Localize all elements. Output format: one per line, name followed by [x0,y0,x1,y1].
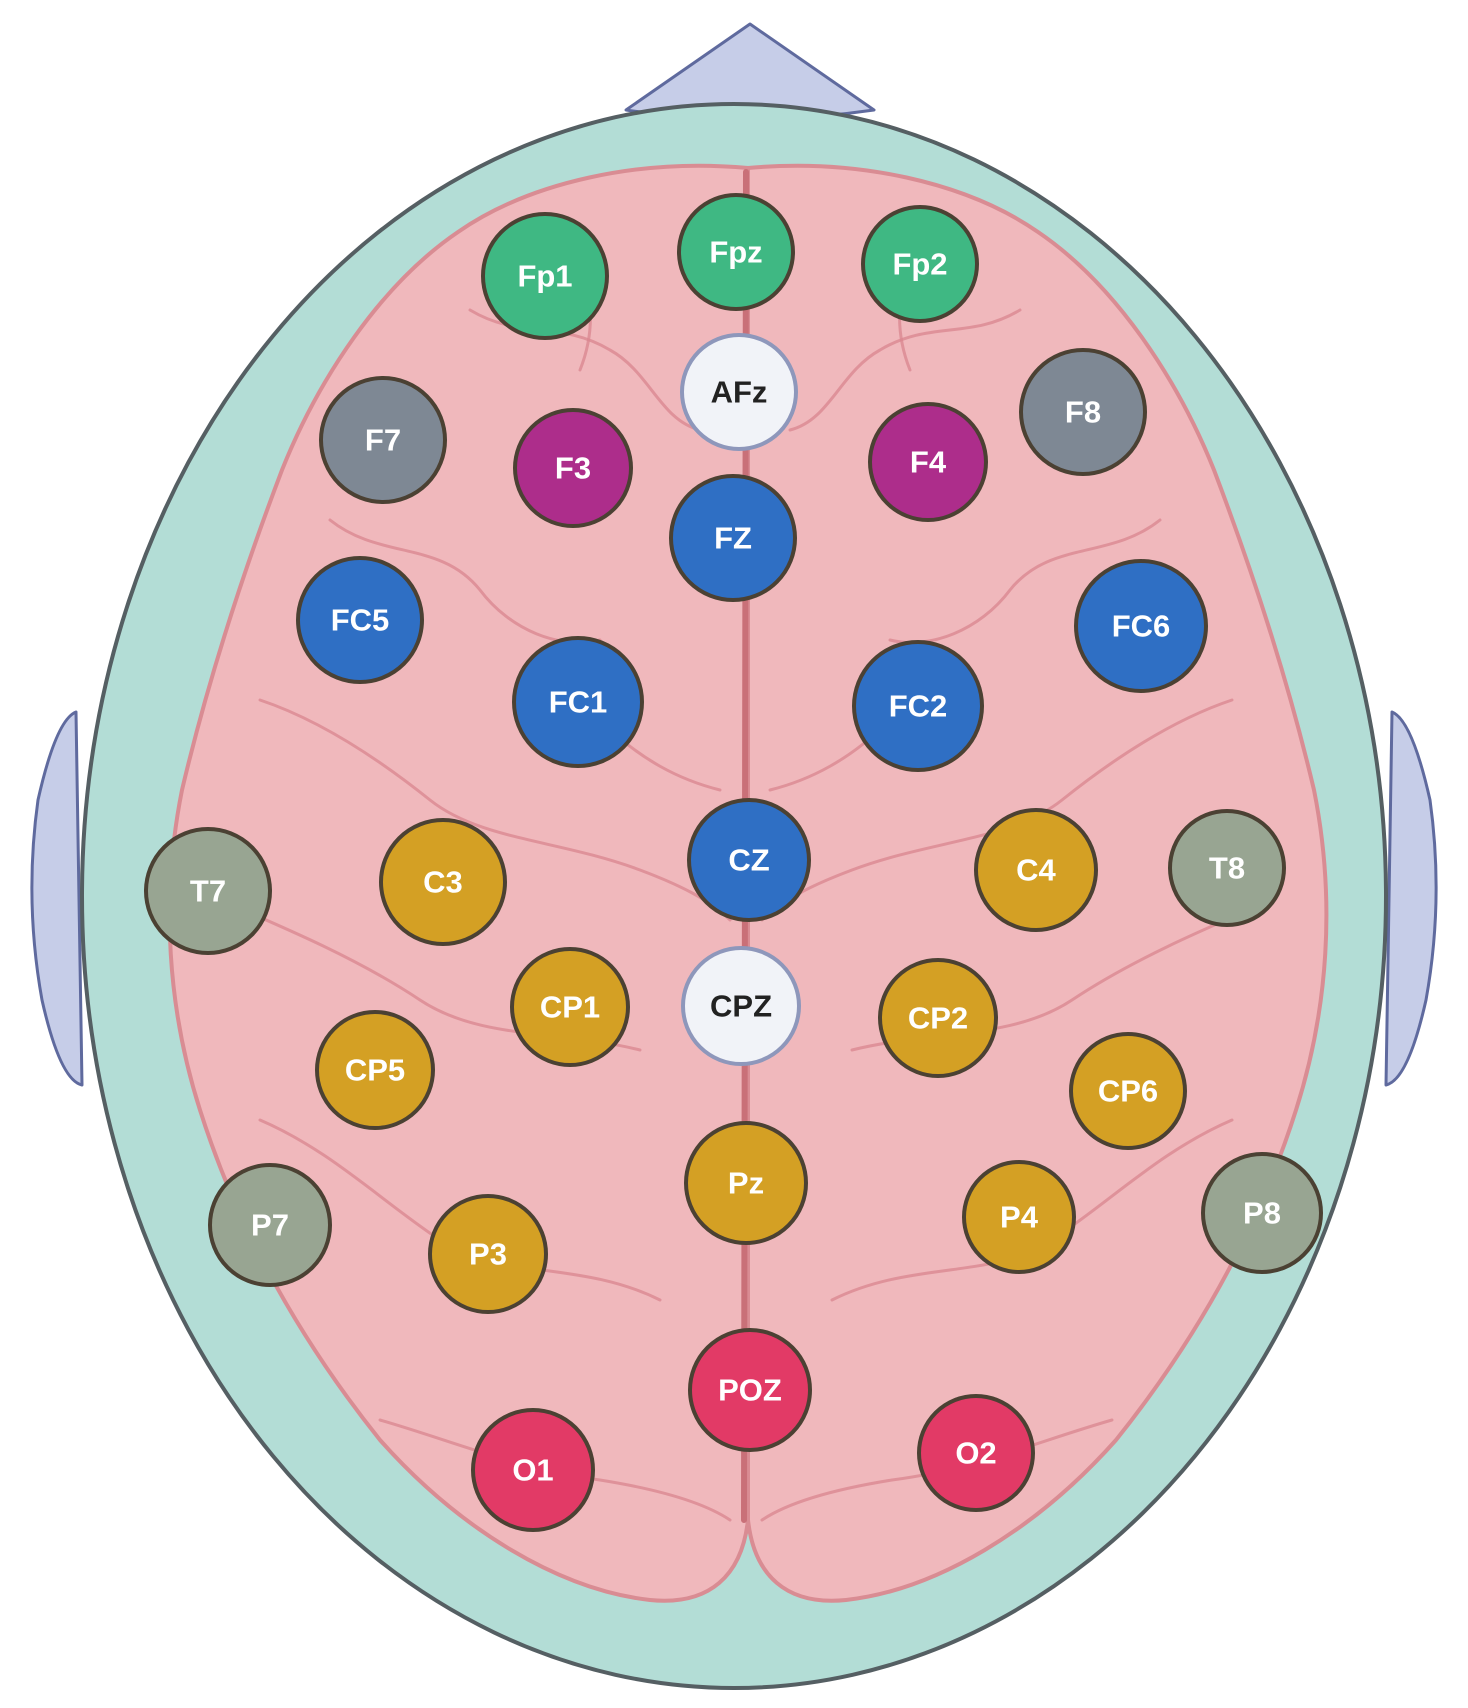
electrode-fp1-label: Fp1 [517,259,572,294]
electrode-fc5: FC5 [296,556,424,684]
electrode-fc6-label: FC6 [1112,609,1171,644]
electrode-p8: P8 [1201,1152,1323,1274]
electrode-p3-label: P3 [469,1237,507,1272]
electrode-f3-label: F3 [555,451,591,486]
electrode-cp5-label: CP5 [345,1053,405,1088]
electrode-fz-marker [669,474,797,602]
electrode-p4: P4 [962,1160,1076,1274]
electrode-pz-label: Pz [728,1166,764,1201]
electrode-f7-marker [319,376,447,504]
electrode-p8-label: P8 [1243,1196,1281,1231]
electrode-f4: F4 [868,402,988,522]
electrode-f7-label: F7 [365,423,401,458]
electrode-p3-marker [428,1194,548,1314]
electrode-fc6-marker [1074,559,1208,693]
electrode-o2-label: O2 [955,1436,996,1471]
electrode-fp2-marker [861,205,979,323]
electrode-p4-marker [962,1160,1076,1274]
electrode-c3: C3 [379,818,507,946]
electrode-o1: O1 [471,1408,595,1532]
electrode-fz-label: FZ [714,521,752,556]
electrode-fp1: Fp1 [481,212,609,340]
electrode-pz: Pz [684,1121,808,1245]
electrode-f3-marker [513,408,633,528]
electrode-fpz: Fpz [677,193,795,311]
electrode-o1-label: O1 [512,1453,553,1488]
electrode-poz: POZ [688,1328,812,1452]
electrode-cp5: CP5 [315,1010,435,1130]
electrode-f8-marker [1019,348,1147,476]
electrode-fc2-marker [852,640,984,772]
electrode-o2: O2 [917,1394,1035,1512]
electrode-p8-marker [1201,1152,1323,1274]
left-ear [30,710,84,1087]
electrode-poz-marker [688,1328,812,1452]
electrode-cz: CZ [687,798,811,922]
electrode-pz-marker [684,1121,808,1245]
electrode-fc1: FC1 [512,636,644,768]
electrode-c3-label: C3 [423,865,463,900]
electrode-f8-label: F8 [1065,395,1101,430]
electrode-f8: F8 [1019,348,1147,476]
electrode-t8: T8 [1168,809,1286,927]
electrode-cp6: CP6 [1069,1032,1187,1150]
electrode-cp1-label: CP1 [540,990,600,1025]
electrode-cpz: CPZ [681,946,801,1066]
electrode-f4-label: F4 [910,445,947,480]
electrode-cpz-label: CPZ [710,989,772,1024]
electrode-t7-marker [144,827,272,955]
electrode-fc2-label: FC2 [889,689,948,724]
electrode-p3: P3 [428,1194,548,1314]
electrode-fc6: FC6 [1074,559,1208,693]
electrode-afz-marker [680,333,798,451]
electrode-p7-marker [208,1163,332,1287]
electrode-cp2-marker [878,958,998,1078]
electrode-cp6-label: CP6 [1098,1074,1158,1109]
electrode-cp1: CP1 [510,947,630,1067]
electrode-c4-marker [974,808,1098,932]
electrode-fp2: Fp2 [861,205,979,323]
electrode-cp5-marker [315,1010,435,1130]
electrode-cpz-marker [681,946,801,1066]
right-ear [1384,710,1438,1087]
electrode-o2-marker [917,1394,1035,1512]
electrode-afz: AFz [680,333,798,451]
electrode-fc2: FC2 [852,640,984,772]
electrode-cp2: CP2 [878,958,998,1078]
electrode-cz-marker [687,798,811,922]
electrode-cp2-label: CP2 [908,1001,968,1036]
electrode-t8-label: T8 [1209,851,1245,886]
electrode-cz-label: CZ [728,843,769,878]
electrode-fc5-label: FC5 [331,603,390,638]
electrode-c3-marker [379,818,507,946]
electrode-fz: FZ [669,474,797,602]
electrode-t7-label: T7 [190,874,226,909]
electrode-poz-label: POZ [718,1373,782,1408]
electrode-p7-label: P7 [251,1208,289,1243]
electrode-fc1-label: FC1 [549,685,608,720]
electrode-t7: T7 [144,827,272,955]
electrode-fpz-label: Fpz [709,235,762,270]
electrode-f4-marker [868,402,988,522]
electrode-afz-label: AFz [711,375,768,410]
electrode-fc1-marker [512,636,644,768]
electrode-c4: C4 [974,808,1098,932]
electrode-fp2-label: Fp2 [892,247,947,282]
electrode-f7: F7 [319,376,447,504]
electrode-t8-marker [1168,809,1286,927]
electrode-fpz-marker [677,193,795,311]
electrode-cp6-marker [1069,1032,1187,1150]
electrode-o1-marker [471,1408,595,1532]
electrode-fp1-marker [481,212,609,340]
electrode-fc5-marker [296,556,424,684]
electrode-c4-label: C4 [1016,853,1056,888]
electrode-cp1-marker [510,947,630,1067]
electrode-f3: F3 [513,408,633,528]
electrode-p7: P7 [208,1163,332,1287]
electrode-p4-label: P4 [1000,1200,1039,1235]
